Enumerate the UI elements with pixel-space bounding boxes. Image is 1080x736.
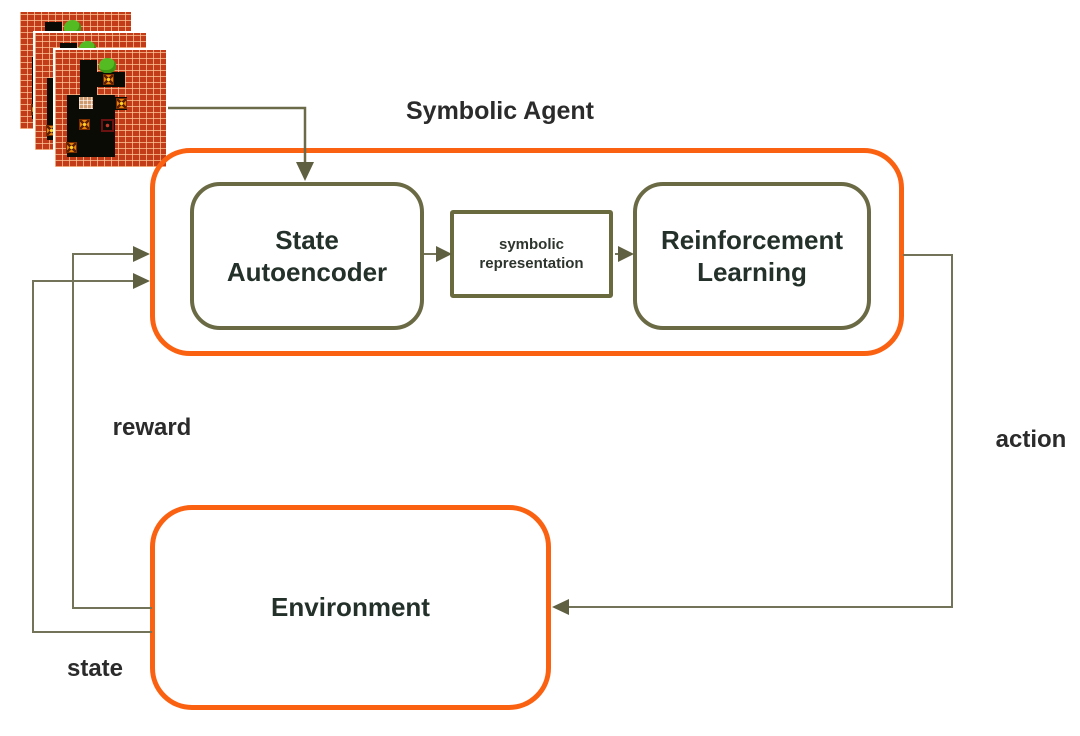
symbolic-representation-node: symbolic representation <box>450 210 613 298</box>
reward-edge-label: reward <box>112 414 192 441</box>
environment-node: Environment <box>150 505 551 710</box>
environment-label: Environment <box>271 592 430 623</box>
game-crate-icon <box>66 142 77 153</box>
game-crate-icon <box>103 74 114 85</box>
action-edge-label: action <box>995 426 1067 453</box>
game-screenshot-stack-icon <box>0 0 190 185</box>
state-arrow-path <box>32 280 152 633</box>
state-edge-label: state <box>66 655 124 682</box>
game-floor-patch <box>79 97 93 109</box>
reinforcement-learning-label: Reinforcement Learning <box>660 224 844 288</box>
game-player-icon <box>99 58 116 73</box>
symbolic-representation-label: symbolic representation <box>479 235 584 273</box>
symbolic-agent-container-box <box>150 148 904 356</box>
reward-arrowhead-icon <box>133 246 150 262</box>
game-crate-icon <box>116 98 127 109</box>
reinforcement-learning-node: Reinforcement Learning <box>633 182 871 330</box>
state-autoencoder-node: State Autoencoder <box>190 182 424 330</box>
game-screenshot-icon <box>53 48 168 169</box>
game-crate-icon <box>79 119 90 130</box>
game-target-icon <box>101 119 114 132</box>
state-arrowhead-icon <box>133 273 150 289</box>
state-autoencoder-label: State Autoencoder <box>226 224 388 288</box>
diagram-title: Symbolic Agent <box>406 97 594 125</box>
action-arrowhead-icon <box>552 599 569 615</box>
